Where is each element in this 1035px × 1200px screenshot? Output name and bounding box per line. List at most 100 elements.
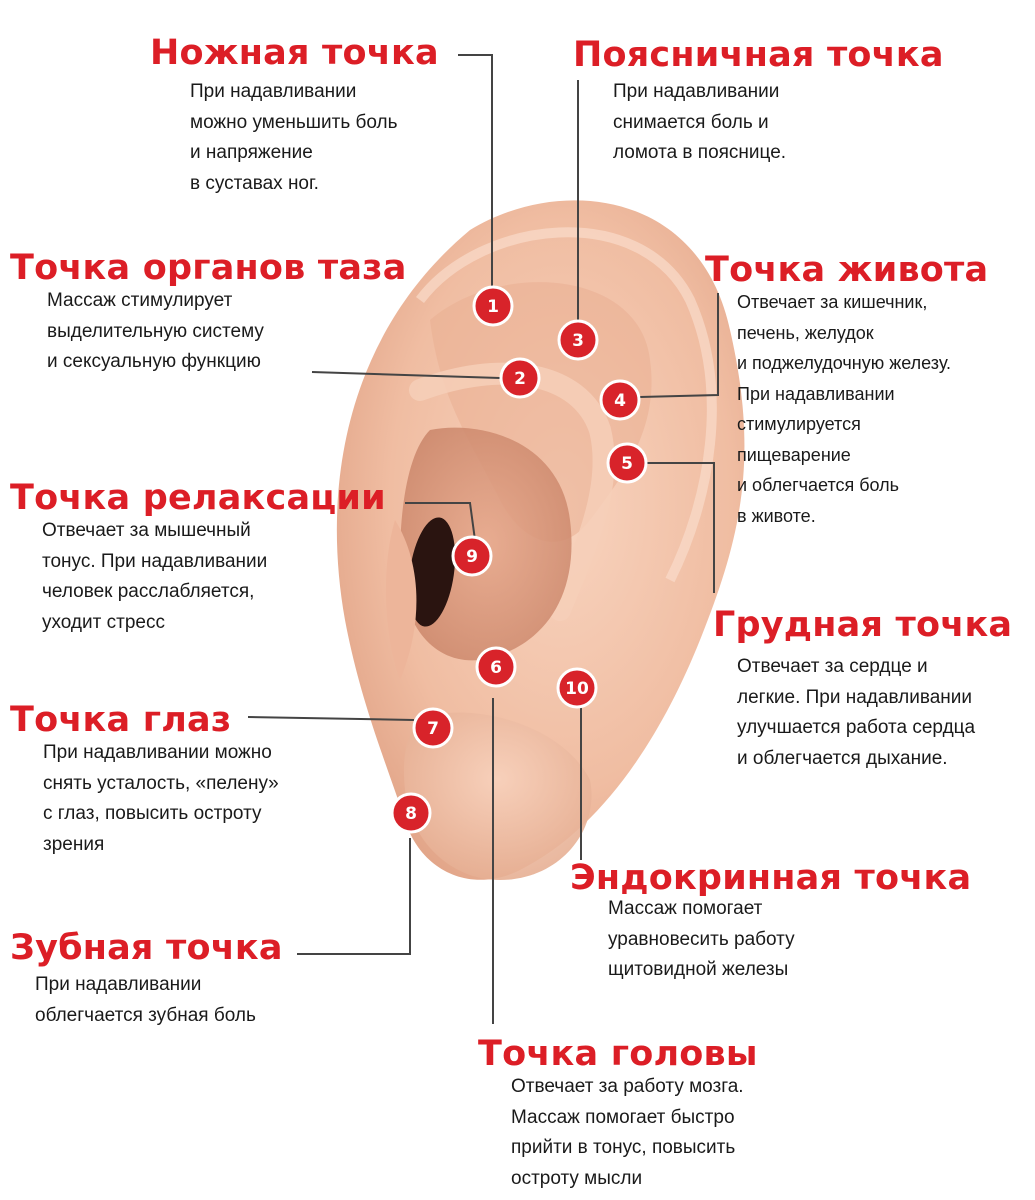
point-belly-label: Точка живота Отвечает за кишечник, печен… [705,250,988,531]
marker-number: 3 [572,331,584,351]
point-belly-line: печень, желудок [737,322,874,343]
point-eye-label: Точка глаз При надавливании можно снять … [10,700,279,860]
leader-lines [247,54,719,1024]
point-eye-line: При надавливании можно [43,742,272,763]
point-head-line: Отвечает за работу мозга. [511,1076,744,1097]
point-endocrine-description: Массаж помогает уравновесить работу щито… [608,894,971,986]
marker-relax: 9 [451,535,493,577]
point-head-title: Точка головы [478,1034,758,1074]
marker-belly: 4 [599,379,641,421]
point-leg-description: При надавливании можно уменьшить боль и … [190,77,439,199]
point-chest-label: Грудная точка Отвечает за сердце и легки… [713,605,1012,774]
point-chest-line: Отвечает за сердце и [737,656,928,677]
point-head-line: Массаж помогает быстро [511,1106,735,1128]
point-belly-title: Точка живота [705,250,989,290]
point-head-line: прийти в тонус, повысить [511,1137,736,1158]
point-belly-line: стимулируется [737,414,861,434]
leader-line-belly [639,293,719,398]
leader-line-tooth [297,838,411,955]
point-relax-description: Отвечает за мышечный тонус. При надавлив… [42,516,386,638]
marker-number: 5 [621,454,633,474]
marker-number: 7 [427,719,439,739]
marker-circle [599,379,641,421]
point-relax-line: уходит стресс [42,611,165,633]
marker-circle [606,442,648,484]
leader-line-chest [645,462,715,593]
point-tooth-title: Зубная точка [10,928,283,968]
point-endocrine-label: Эндокринная точка Массаж помогает уравно… [570,858,971,986]
leader-line-pelvic [311,371,501,379]
marker-circle [475,646,517,688]
point-head-description: Отвечает за работу мозга. Массаж помогае… [511,1072,758,1194]
point-belly-line: и поджелудочную железу. [737,353,952,373]
point-pelvic-line: выделительную систему [47,320,264,342]
point-belly-line: и облегчается боль [737,475,900,495]
point-relax-title: Точка релаксации [10,478,386,518]
point-chest-title: Грудная точка [713,605,1013,645]
marker-lumbar: 3 [557,319,599,361]
point-belly-line: в животе. [737,505,816,526]
point-belly-line: Отвечает за кишечник, [737,292,928,312]
point-endocrine-line: Массаж помогает [608,898,763,919]
point-relax-line: Отвечает за мышечный [42,520,251,541]
marker-circle [390,792,432,834]
point-chest-description: Отвечает за сердце и легкие. При надавли… [737,652,1012,774]
leader-line-leg [458,54,493,300]
point-leg-line: При надавливании [190,81,357,102]
point-eye-line: с глаз, повысить остроту [43,803,262,824]
marker-number: 10 [565,679,589,699]
point-lumbar-line: При надавливании [613,81,780,102]
point-endocrine-title: Эндокринная точка [570,858,972,898]
point-pelvic-line: Массаж стимулирует [47,290,233,311]
marker-number: 6 [490,658,502,678]
leader-line-eye [247,716,415,721]
point-eye-line: снять усталость, «пелену» [43,772,279,794]
point-pelvic-line: и сексуальную функцию [47,351,261,372]
point-lumbar-line: ломота в пояснице. [613,142,787,163]
point-endocrine-line: щитовидной железы [608,959,789,980]
point-head-line: остроту мысли [511,1167,643,1189]
point-pelvic-description: Массаж стимулирует выделительную систему… [47,286,407,378]
marker-circle [412,707,454,749]
point-belly-description: Отвечает за кишечник, печень, желудок и … [737,287,988,531]
point-leg-line: можно уменьшить боль [190,111,398,133]
point-leg-line: в суставах ног. [190,172,319,194]
point-chest-line: и облегчается дыхание. [737,747,948,769]
marker-circle [557,319,599,361]
point-lumbar-title: Поясничная точка [573,35,944,75]
point-leg-line: и напряжение [190,142,313,163]
marker-chest: 5 [606,442,648,484]
marker-pelvic: 2 [499,357,541,399]
point-belly-line: При надавливании [737,383,895,404]
marker-tooth: 8 [390,792,432,834]
point-eye-line: зрения [43,833,105,855]
point-lumbar-label: Поясничная точка При надавливании снимае… [573,35,944,169]
point-relax-label: Точка релаксации Отвечает за мышечный то… [10,478,386,638]
point-eye-title: Точка глаз [10,700,232,740]
point-tooth-line: При надавливании [35,974,202,995]
marker-circle [472,285,514,327]
point-lumbar-description: При надавливании снимается боль и ломота… [613,77,944,169]
point-relax-line: человек расслабляется, [42,581,255,602]
point-pelvic-label: Точка органов таза Массаж стимулирует вы… [10,248,407,378]
marker-number: 4 [614,391,626,411]
point-leg-label: Ножная точка При надавливании можно умен… [150,33,439,199]
point-lumbar-line: снимается боль и [613,111,769,133]
point-belly-line: пищеварение [737,444,851,465]
point-leg-title: Ножная точка [150,33,439,73]
point-tooth-description: При надавливании облегчается зубная боль [35,970,283,1031]
point-tooth-line: облегчается зубная боль [35,1004,256,1026]
point-pelvic-title: Точка органов таза [10,248,407,288]
marker-number: 8 [405,804,417,824]
marker-endocrine: 10 [556,667,598,709]
point-tooth-label: Зубная точка При надавливании облегчаетс… [10,928,283,1031]
marker-eye: 7 [412,707,454,749]
marker-number: 1 [487,297,499,317]
point-chest-line: легкие. При надавливании [737,686,972,708]
point-relax-line: тонус. При надавливании [42,550,268,572]
point-endocrine-line: уравновесить работу [608,928,795,950]
leader-line-relax [405,502,476,541]
point-eye-description: При надавливании можно снять усталость, … [43,738,279,860]
marker-circle [556,667,598,709]
